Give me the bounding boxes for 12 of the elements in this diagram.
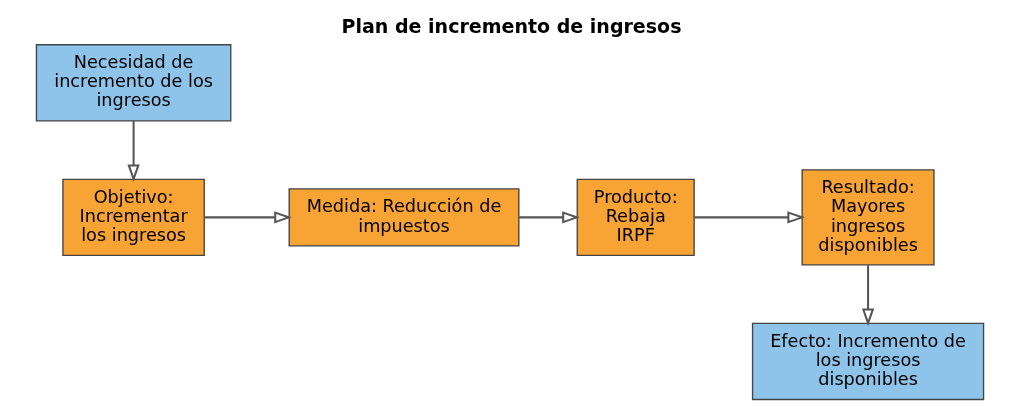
arrow [861, 265, 875, 327]
arrow [204, 211, 292, 224]
arrow [127, 121, 140, 183]
arrow [519, 211, 580, 224]
node-box: Efecto: Incremento de los ingresos disponibles [751, 322, 985, 401]
node-box: Necesidad de incremento de los ingresos [35, 44, 232, 122]
node-box: Objetivo: Incrementar los ingresos [62, 178, 205, 257]
node-box: Medida: Reducción de impuestos [288, 188, 520, 247]
diagram-title: Plan de incremento de ingresos [341, 14, 682, 37]
node-box: Resultado: Mayores ingresos disponibles [801, 169, 935, 266]
arrow [694, 211, 806, 224]
node-box: Producto: Rebaja IRPF [576, 178, 695, 257]
